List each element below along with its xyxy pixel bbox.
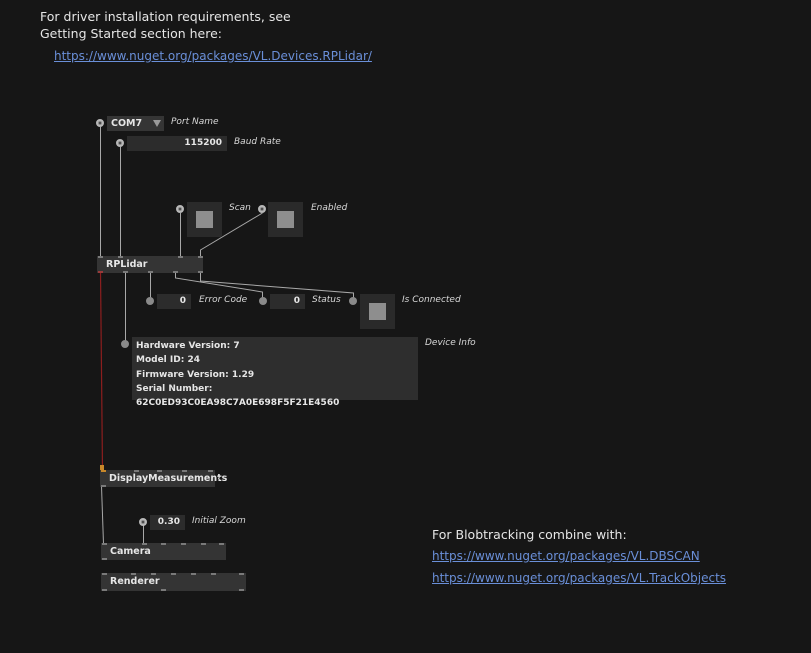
dbscan-link[interactable]: https://www.nuget.org/packages/VL.DBSCAN bbox=[432, 549, 700, 563]
initial-zoom-label: Initial Zoom bbox=[192, 516, 246, 526]
device-info-pin[interactable] bbox=[121, 340, 129, 348]
camera-in-pin[interactable] bbox=[201, 543, 206, 545]
renderer-in-pin[interactable] bbox=[191, 573, 196, 575]
renderer-in-pin[interactable] bbox=[102, 573, 107, 575]
rplidar-out-pin[interactable] bbox=[123, 271, 128, 273]
wire-connected bbox=[200, 272, 354, 300]
baud-rate-input[interactable]: 115200 bbox=[127, 136, 227, 151]
rplidar-output-pins bbox=[97, 271, 203, 273]
renderer-in-pin[interactable] bbox=[131, 573, 136, 575]
display-output-pins bbox=[100, 485, 215, 487]
display-in-pin[interactable] bbox=[208, 470, 213, 472]
device-info-firmware: Firmware Version: 1.29 bbox=[136, 369, 255, 380]
rplidar-out-pin[interactable] bbox=[198, 271, 203, 273]
port-value: COM7 bbox=[111, 118, 143, 129]
wire-enabled bbox=[200, 212, 263, 257]
renderer-in-pin[interactable] bbox=[171, 573, 176, 575]
port-name-dropdown[interactable]: COM7 bbox=[107, 116, 164, 131]
is-connected-square bbox=[369, 303, 386, 320]
camera-in-pin[interactable] bbox=[161, 543, 166, 545]
renderer-out-pin[interactable] bbox=[102, 589, 107, 591]
renderer-out-pin[interactable] bbox=[161, 589, 166, 591]
rplidar-out-pin[interactable] bbox=[98, 271, 103, 273]
driver-comment-line2: Getting Started section here: bbox=[40, 26, 222, 41]
display-in-pin[interactable] bbox=[134, 470, 139, 472]
rplidar-in-pin[interactable] bbox=[198, 256, 203, 258]
error-code-value: 0 bbox=[157, 294, 191, 309]
node-chevron-icon: › bbox=[217, 474, 221, 484]
renderer-in-pin[interactable] bbox=[211, 573, 216, 575]
zoom-pin[interactable] bbox=[139, 518, 147, 526]
wire-status bbox=[175, 272, 263, 300]
baud-pin[interactable] bbox=[116, 139, 124, 147]
rplidar-input-pins bbox=[97, 256, 203, 258]
display-measurements-label: DisplayMeasurements bbox=[109, 473, 228, 484]
scan-pin[interactable] bbox=[176, 205, 184, 213]
port-name-label: Port Name bbox=[171, 117, 219, 127]
port-pin[interactable] bbox=[96, 119, 104, 127]
enabled-label: Enabled bbox=[311, 203, 348, 213]
status-value: 0 bbox=[270, 294, 305, 309]
error-code-pin[interactable] bbox=[146, 297, 154, 305]
camera-output-pins bbox=[101, 558, 226, 560]
renderer-output-pins bbox=[101, 589, 246, 591]
trackobjects-link[interactable]: https://www.nuget.org/packages/VL.TrackO… bbox=[432, 571, 727, 585]
baud-rate-label: Baud Rate bbox=[234, 137, 281, 147]
camera-node-label: Camera bbox=[110, 546, 151, 557]
device-info-hardware: Hardware Version: 7 bbox=[136, 341, 240, 351]
device-info-panel: Hardware Version: 7 Model ID: 24 Firmwar… bbox=[132, 337, 418, 408]
rplidar-out-pin[interactable] bbox=[148, 271, 153, 273]
renderer-node[interactable]: Renderer bbox=[101, 573, 246, 591]
scan-toggle-square bbox=[196, 211, 213, 228]
is-connected-label: Is Connected bbox=[402, 295, 461, 305]
driver-link[interactable]: https://www.nuget.org/packages/VL.Device… bbox=[54, 49, 372, 63]
device-info-label: Device Info bbox=[425, 338, 476, 348]
rplidar-node-label: RPLidar bbox=[106, 259, 148, 270]
driver-comment-line1: For driver installation requirements, se… bbox=[40, 9, 291, 24]
renderer-in-pin[interactable] bbox=[151, 573, 156, 575]
renderer-input-pins bbox=[101, 573, 246, 575]
display-in-pin[interactable] bbox=[101, 470, 106, 472]
rplidar-out-pin[interactable] bbox=[173, 271, 178, 273]
wire-display-camera bbox=[101, 485, 104, 545]
camera-node[interactable]: Camera bbox=[101, 543, 226, 560]
rplidar-in-pin[interactable] bbox=[98, 256, 103, 258]
camera-in-pin[interactable] bbox=[102, 543, 107, 545]
device-info-serial: Serial Number: 62C0ED93C0EA98C7A0E698F5F… bbox=[136, 383, 340, 409]
wire-measurements bbox=[99, 271, 104, 471]
camera-in-pin[interactable] bbox=[181, 543, 186, 545]
display-out-pin[interactable] bbox=[101, 485, 106, 487]
scan-label: Scan bbox=[229, 203, 251, 213]
enabled-pin[interactable] bbox=[258, 205, 266, 213]
active-pin bbox=[100, 465, 104, 470]
rplidar-in-pin[interactable] bbox=[118, 256, 123, 258]
status-pin[interactable] bbox=[259, 297, 267, 305]
enabled-toggle[interactable] bbox=[268, 202, 303, 237]
renderer-out-pin[interactable] bbox=[239, 589, 244, 591]
display-measurements-node[interactable]: DisplayMeasurements bbox=[100, 470, 227, 487]
display-input-pins bbox=[100, 470, 215, 472]
camera-out-pin[interactable] bbox=[102, 558, 107, 560]
camera-input-pins bbox=[101, 543, 226, 545]
dropdown-arrow-icon bbox=[153, 120, 161, 127]
device-info-model: Model ID: 24 bbox=[136, 355, 200, 366]
renderer-in-pin[interactable] bbox=[239, 573, 244, 575]
renderer-node-label: Renderer bbox=[110, 576, 160, 587]
status-label: Status bbox=[312, 295, 341, 305]
error-code-label: Error Code bbox=[199, 295, 248, 305]
is-connected-indicator bbox=[360, 294, 395, 329]
is-connected-pin[interactable] bbox=[349, 297, 357, 305]
scan-toggle[interactable] bbox=[187, 202, 222, 237]
rplidar-node[interactable]: RPLidar bbox=[97, 256, 203, 273]
display-in-pin[interactable] bbox=[157, 470, 162, 472]
display-in-pin[interactable] bbox=[182, 470, 187, 472]
initial-zoom-input[interactable]: 0.30 bbox=[150, 515, 185, 530]
camera-in-pin[interactable] bbox=[219, 543, 224, 545]
rplidar-in-pin[interactable] bbox=[178, 256, 183, 258]
camera-in-pin[interactable] bbox=[142, 543, 147, 545]
blob-comment: For Blobtracking combine with: bbox=[432, 527, 627, 542]
enabled-toggle-square bbox=[277, 211, 294, 228]
